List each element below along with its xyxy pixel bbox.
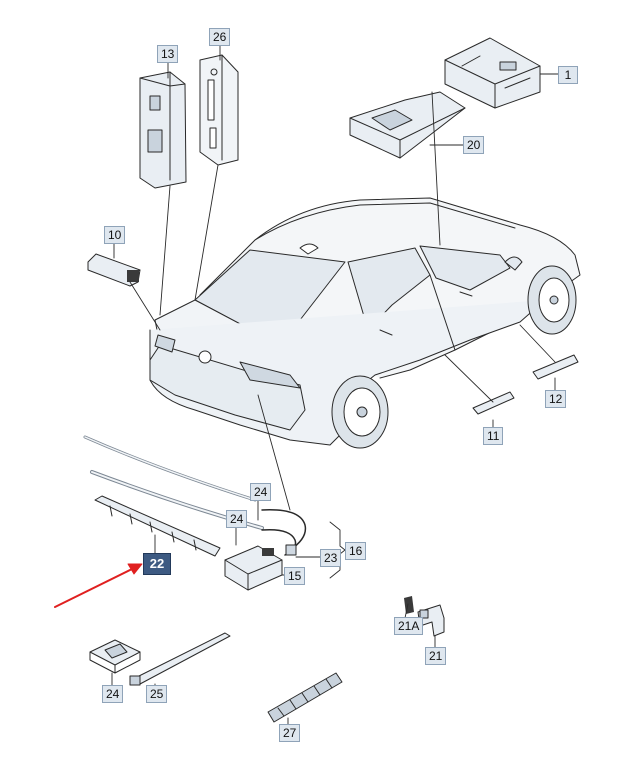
callout-15[interactable]: 15	[284, 567, 306, 585]
callout-24-lower[interactable]: 24	[226, 510, 248, 528]
callout-20[interactable]: 20	[463, 136, 485, 154]
callout-16[interactable]: 16	[345, 542, 367, 560]
part-1-control-unit	[444, 37, 541, 109]
part-22-trim-strips	[83, 435, 264, 557]
red-arrow	[54, 563, 143, 608]
callout-26[interactable]: 26	[209, 28, 231, 46]
callout-27[interactable]: 27	[279, 724, 301, 742]
callout-21a[interactable]: 21A	[394, 617, 424, 635]
part-12-sensor	[532, 354, 579, 380]
callout-10[interactable]: 10	[104, 226, 126, 244]
callout-1[interactable]: 1	[558, 66, 578, 84]
car-illustration	[149, 197, 581, 449]
callout-24-clip[interactable]: 24	[102, 685, 124, 703]
part-21a-bolt	[404, 596, 414, 614]
callout-23[interactable]: 23	[320, 549, 342, 567]
part-13-module	[139, 71, 187, 189]
callout-22[interactable]: 22	[143, 553, 171, 575]
part-25-cable-tie	[129, 632, 231, 686]
part-27-sleeve	[267, 672, 343, 723]
callout-25[interactable]: 25	[146, 685, 168, 703]
part-23-wiring-harness	[261, 509, 307, 556]
callout-13[interactable]: 13	[157, 45, 179, 63]
part-20-tray	[349, 91, 466, 159]
callout-21[interactable]: 21	[425, 647, 447, 665]
part-11-sensor	[472, 391, 515, 415]
callout-24-strip[interactable]: 24	[250, 483, 272, 501]
part-26-bracket	[199, 54, 239, 166]
part-15-control-module	[224, 545, 283, 591]
callout-12[interactable]: 12	[545, 390, 567, 408]
part-10-sensor	[87, 253, 141, 287]
part-24-clip	[89, 639, 141, 674]
callout-11[interactable]: 11	[483, 427, 504, 445]
